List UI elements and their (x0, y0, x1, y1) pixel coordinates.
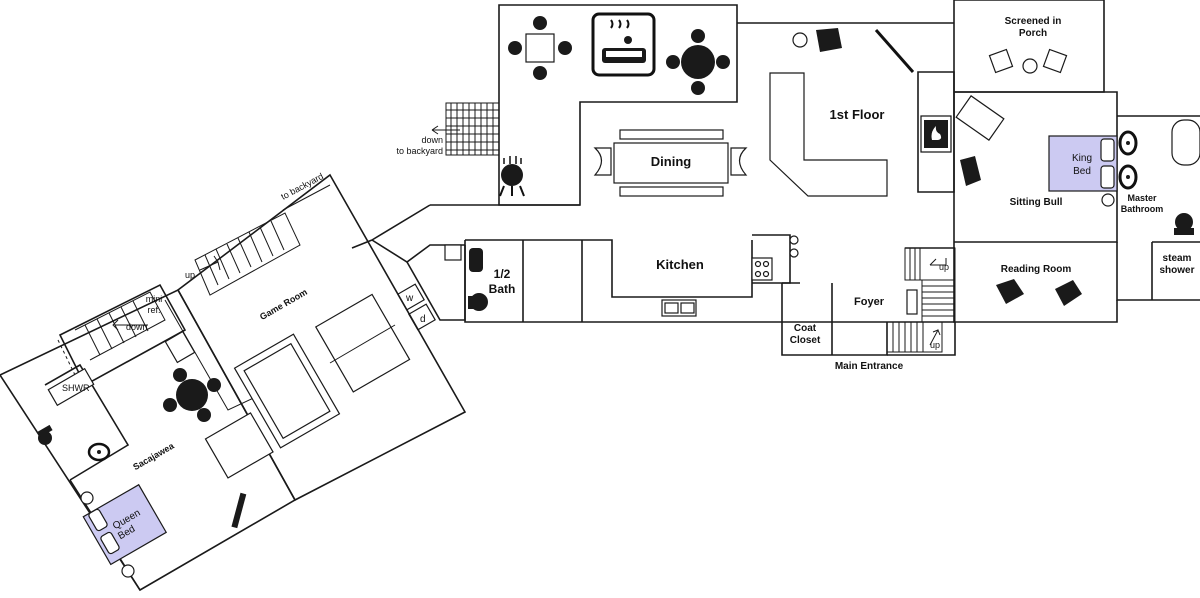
nightstand-icon (80, 491, 94, 505)
shower-icon: SHWR (47, 367, 95, 407)
screened-porch-label-1: Screened in (1005, 16, 1062, 27)
king-bed-icon: King Bed (1048, 135, 1118, 192)
nightstand-icon (121, 564, 135, 578)
dining-table-icon (593, 129, 748, 197)
stairs-game-room: to backyard up (185, 171, 331, 296)
king-bed-label-2: Bed (1073, 166, 1091, 177)
ping-pong-table-icon (314, 293, 411, 393)
down-backyard-label-2: to backyard (396, 146, 443, 156)
stairs-backyard: down to backyard (396, 102, 500, 156)
fireplace-icon (920, 115, 952, 153)
dining-label: Dining (651, 154, 691, 169)
down-left-label: down (126, 322, 148, 332)
toilet-icon (444, 244, 488, 311)
bar-stool-icon (789, 248, 799, 258)
stove-icon (751, 257, 773, 281)
bar-stool-icon (789, 235, 799, 245)
round-table-icon (163, 368, 221, 422)
sofa-icon (204, 412, 274, 479)
master-bathroom-label-2: Bathroom (1121, 204, 1164, 214)
counter-icon (769, 72, 888, 197)
round-dining-table-icon (666, 29, 730, 95)
tv-icon (231, 492, 247, 529)
steam-shower-label-2: shower (1159, 265, 1194, 276)
washer-label: w (405, 293, 414, 304)
square-dining-table-icon (508, 16, 572, 80)
master-bath-fixtures (1118, 119, 1200, 235)
mini-ref-label-2: ref. (147, 305, 160, 315)
sacajawea-label: Sacajawea (131, 440, 176, 472)
porch-chair-icon (988, 48, 1068, 74)
half-bath-label-2: Bath (489, 282, 516, 296)
game-room-label: Game Room (258, 287, 309, 322)
kitchen-sink-icon (661, 299, 697, 317)
dryer-label: d (420, 314, 426, 325)
grill-icon (499, 156, 525, 197)
lamp-icon (792, 32, 808, 48)
half-bath-label-1: 1/2 (494, 267, 511, 281)
down-backyard-label-1: down (421, 135, 443, 145)
king-bed-label-1: King (1072, 153, 1092, 164)
master-bathroom-label-1: Master (1127, 193, 1157, 203)
steam-shower-label-1: steam (1163, 253, 1192, 264)
mini-ref-label-1: mini (146, 294, 163, 304)
first-floor-label: 1st Floor (830, 107, 885, 122)
stairs-entrance: up (886, 321, 943, 353)
foyer-label: Foyer (854, 296, 885, 308)
nightstand-icon (1101, 193, 1115, 207)
up-right-top-label: up (939, 262, 949, 272)
up-left-label: up (185, 270, 195, 280)
door-swing-icon (874, 29, 915, 73)
pool-table-icon (233, 333, 341, 449)
coat-closet-label-1: Coat (794, 323, 817, 334)
stairs-sacajawea: down (74, 291, 166, 361)
queen-bed-icon: Queen Bed (82, 483, 168, 566)
kitchenette-icon (164, 330, 196, 364)
armchair-icon (960, 156, 981, 186)
coat-closet-label-2: Closet (790, 335, 821, 346)
to-backyard-label: to backyard (279, 171, 325, 202)
main-entrance-label: Main Entrance (835, 361, 904, 372)
bench-icon (906, 289, 918, 315)
armchair-icon (816, 28, 842, 52)
up-right-bottom-label: up (930, 340, 940, 350)
sofa-icon (955, 95, 1005, 141)
hot-tub-icon (591, 12, 656, 77)
kitchen-label: Kitchen (656, 257, 704, 272)
reading-chair-icon (996, 279, 1082, 306)
reading-room-label: Reading Room (1001, 264, 1072, 275)
screened-porch-label-2: Porch (1019, 28, 1047, 39)
shwr-label: SHWR (62, 383, 90, 393)
sitting-bull-label: Sitting Bull (1010, 197, 1063, 208)
